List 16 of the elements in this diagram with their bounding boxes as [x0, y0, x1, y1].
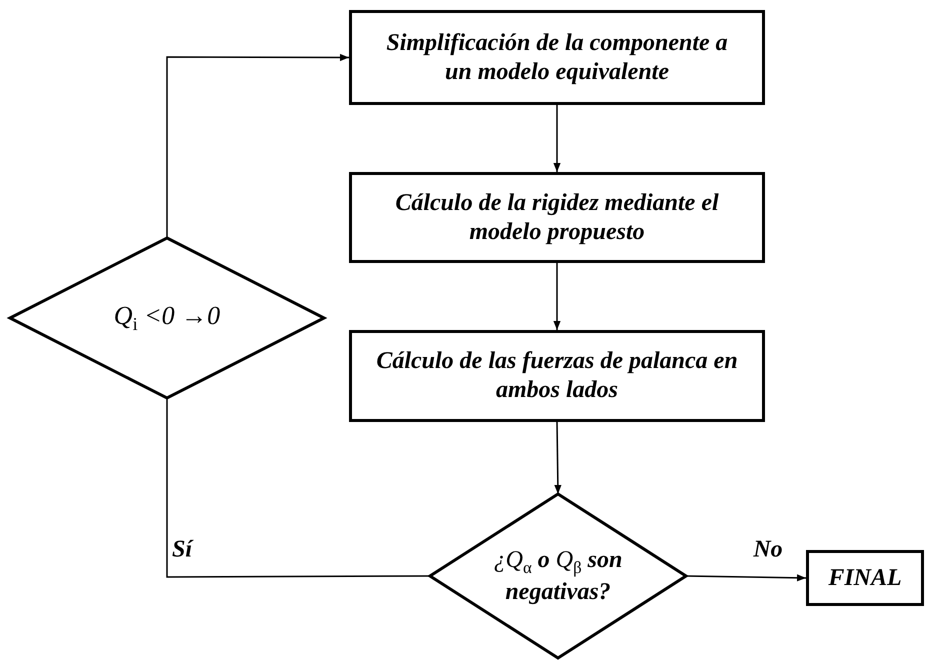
- process-box: [349, 10, 765, 105]
- node-label: Cálculo de las fuerzas de palanca en ambos lados: [375, 347, 739, 405]
- node-label: FINAL: [828, 564, 902, 592]
- node-label: ¿Q$_{α}$ o Q$_{β}$ son negativas?: [492, 546, 624, 606]
- node-label: Simplificación de la componente a un modelo equivalente: [385, 28, 729, 86]
- process-box: [349, 172, 765, 263]
- process-box: [349, 330, 765, 422]
- node-label: Cálculo de la rigidez mediante el modelo propuesto: [394, 188, 720, 246]
- arrow: [554, 422, 562, 494]
- decision-diamond: [430, 494, 686, 658]
- arrow: [553, 105, 561, 172]
- node-label: Q$_{i}$ <0 →0: [114, 300, 220, 336]
- process-box: [806, 550, 924, 606]
- arrow: [166, 54, 349, 238]
- arrow: [686, 574, 806, 582]
- arrow: [553, 263, 561, 330]
